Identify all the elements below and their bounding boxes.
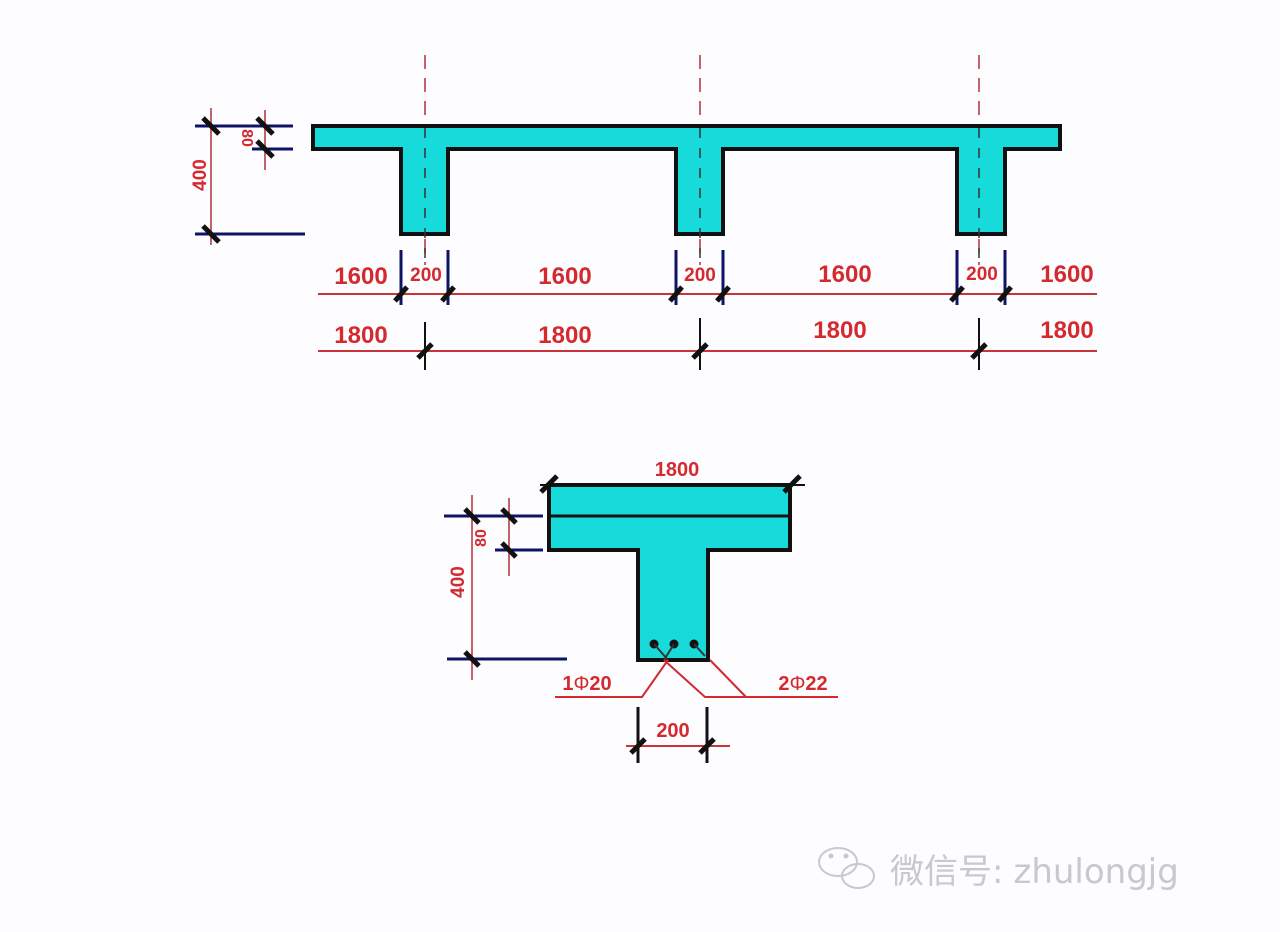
tick: [668, 285, 684, 303]
tick: [255, 139, 275, 159]
tick: [255, 116, 275, 136]
dim-row1-4: 1600: [818, 261, 871, 288]
tick: [539, 474, 559, 494]
tick: [698, 737, 716, 755]
dim-label-400-b: 400: [448, 566, 469, 598]
dim-label-400: 400: [190, 159, 211, 191]
tick: [949, 285, 965, 303]
tick: [463, 650, 481, 668]
top-section: 400 80 1600 200 1600 200 1600 200 1600: [190, 55, 1097, 370]
watermark-text: 微信号:zhulongjg: [890, 852, 1179, 892]
leader-1phi20: [555, 659, 669, 698]
dim-label-80-b: 80: [473, 529, 490, 547]
web-ticks: [629, 737, 716, 755]
leader-2phi22-a: [663, 659, 838, 698]
ribbed-slab-shape: [311, 124, 1062, 236]
bubble-small: [841, 863, 875, 889]
rebar-right-count: 2: [778, 673, 789, 695]
dim-row2-3: 1800: [1040, 317, 1093, 344]
watermark-account: zhulongjg: [1013, 852, 1178, 892]
dim-label-80: 80: [238, 129, 255, 147]
row1-ticks: [393, 285, 1013, 303]
dim-flange-width: 1800: [655, 459, 700, 481]
tick: [416, 342, 434, 360]
rebar-leaders: [555, 643, 838, 698]
watermark-label: 微信号: [890, 852, 992, 892]
dim-row1-2: 1600: [538, 263, 591, 290]
watermark: 微信号:zhulongjg: [818, 847, 1179, 892]
tick: [463, 507, 481, 525]
bottom-section: 1800 400 80 1Φ20: [444, 459, 838, 763]
tick: [440, 285, 456, 303]
dim-row2-2: 1800: [813, 317, 866, 344]
rebar-right-symbol: Φ: [789, 673, 805, 695]
tick: [500, 507, 518, 525]
rebar-right-diameter: 22: [805, 673, 827, 695]
tick: [201, 224, 221, 244]
tick: [201, 116, 221, 136]
eye: [843, 853, 849, 859]
height-ticks: [201, 116, 275, 244]
row2-ext-lines: [424, 318, 980, 370]
tick: [629, 737, 647, 755]
top-width-ticks: [539, 474, 802, 494]
dim-row1-1: 200: [410, 265, 442, 286]
dim-row1-3: 200: [684, 265, 716, 286]
dim-row2-0: 1800: [334, 322, 387, 349]
rebar-label-right: 2Φ22: [778, 673, 827, 695]
dim-row2-1: 1800: [538, 322, 591, 349]
dim-row1-5: 200: [966, 264, 998, 285]
tick: [393, 285, 409, 303]
leader: [693, 643, 706, 657]
wechat-icon: [818, 847, 875, 889]
tick: [715, 285, 731, 303]
tick: [782, 474, 802, 494]
rebar-left-count: 1: [562, 673, 573, 695]
row2-ticks: [416, 342, 988, 360]
eye: [828, 853, 834, 859]
bubble-large: [818, 847, 858, 877]
leader-2phi22-b: [709, 659, 747, 698]
rebar-left-symbol: Φ: [573, 673, 589, 695]
t-beam-shape: [547, 483, 792, 662]
tick: [970, 342, 988, 360]
tick: [997, 285, 1013, 303]
dim-row1-0: 1600: [334, 263, 387, 290]
rebar-left-diameter: 20: [589, 673, 611, 695]
tick: [691, 342, 709, 360]
rebar-label-left: 1Φ20: [562, 673, 611, 695]
tick: [500, 541, 518, 559]
dim-row1-6: 1600: [1040, 261, 1093, 288]
leader: [663, 643, 675, 661]
dim-web-width: 200: [656, 720, 689, 742]
watermark-separator: :: [992, 852, 1003, 892]
bottom-height-ticks: [463, 507, 518, 668]
